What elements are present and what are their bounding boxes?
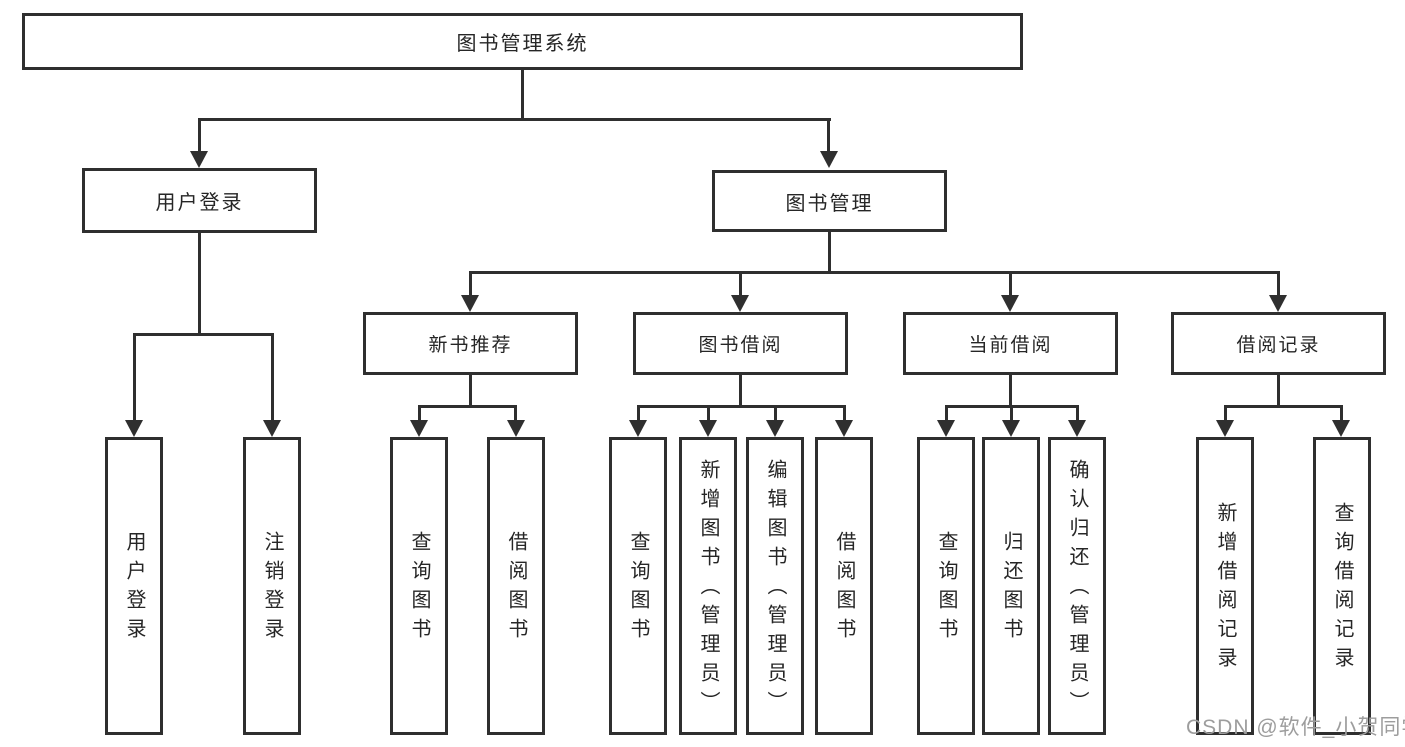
leaf-current-query-books: 查询图书: [917, 437, 975, 735]
connector-root-rail: [198, 118, 831, 121]
connector-recommend-drop: [469, 375, 472, 407]
arrowhead-d1: [1216, 420, 1234, 437]
connector-stem-section-records: [1277, 271, 1280, 297]
arrowhead-leaf-login: [125, 420, 143, 437]
connector-stem-a1: [418, 405, 421, 421]
arrowhead-user-login: [190, 151, 208, 168]
connector-stem-book-mgmt: [827, 118, 830, 153]
leaf-recommend-borrow-books: 借阅图书: [487, 437, 545, 735]
leaf-logout: 注销登录: [243, 437, 301, 735]
connector-stem-c1: [945, 405, 948, 421]
connector-stem-b3: [774, 405, 777, 421]
leaf-user-login: 用户登录: [105, 437, 163, 735]
arrowhead-b4: [835, 420, 853, 437]
connector-stem-d1: [1224, 405, 1227, 421]
arrowhead-c1: [937, 420, 955, 437]
connector-stem-c3: [1076, 405, 1079, 421]
connector-user-drop: [198, 231, 201, 335]
connector-stem-b4: [843, 405, 846, 421]
node-book-management-branch: 图书管理: [712, 170, 947, 232]
arrowhead-a2: [507, 420, 525, 437]
leaf-query-borrow-record: 查询借阅记录: [1313, 437, 1371, 735]
node-section-new-book-recommend: 新书推荐: [363, 312, 578, 375]
connector-stem-a2: [514, 405, 517, 421]
connector-mgmt-drop: [828, 232, 831, 274]
arrowhead-c2: [1002, 420, 1020, 437]
connector-stem-c2: [1010, 405, 1013, 421]
arrowhead-section-current: [1001, 295, 1019, 312]
node-section-borrow-records: 借阅记录: [1171, 312, 1386, 375]
arrowhead-b2: [699, 420, 717, 437]
connector-borrow-rail: [637, 405, 845, 408]
connector-stem-leaf-logout: [271, 333, 274, 421]
arrowhead-b3: [766, 420, 784, 437]
connector-records-drop: [1277, 375, 1280, 407]
connector-stem-user-login: [198, 118, 201, 153]
connector-stem-section-recommend: [469, 271, 472, 297]
connector-stem-b2: [707, 405, 710, 421]
leaf-edit-book-admin: 编辑图书（管理员）: [746, 437, 804, 735]
arrowhead-section-recommend: [461, 295, 479, 312]
leaf-add-book-admin: 新增图书（管理员）: [679, 437, 737, 735]
arrowhead-book-mgmt: [820, 151, 838, 168]
arrowhead-b1: [629, 420, 647, 437]
connector-user-rail: [133, 333, 274, 336]
leaf-return-books: 归还图书: [982, 437, 1040, 735]
connector-stem-b1: [637, 405, 640, 421]
leaf-borrow-books: 借阅图书: [815, 437, 873, 735]
leaf-borrow-query-books: 查询图书: [609, 437, 667, 735]
connector-stem-section-borrow: [739, 271, 742, 297]
node-section-current-borrow: 当前借阅: [903, 312, 1118, 375]
connector-stem-d2: [1340, 405, 1343, 421]
connector-stem-leaf-login: [133, 333, 136, 421]
connector-borrow-drop: [739, 375, 742, 407]
leaf-confirm-return-admin: 确认归还（管理员）: [1048, 437, 1106, 735]
connector-stem-section-current: [1009, 271, 1012, 297]
connector-root-drop: [521, 68, 524, 120]
arrowhead-c3: [1068, 420, 1086, 437]
node-root-system: 图书管理系统: [22, 13, 1023, 70]
connector-current-drop: [1009, 375, 1012, 407]
node-section-book-borrow: 图书借阅: [633, 312, 848, 375]
connector-recommend-rail: [418, 405, 517, 408]
leaf-add-borrow-record: 新增借阅记录: [1196, 437, 1254, 735]
arrowhead-section-borrow: [731, 295, 749, 312]
leaf-recommend-query-books: 查询图书: [390, 437, 448, 735]
arrowhead-a1: [410, 420, 428, 437]
arrowhead-leaf-logout: [263, 420, 281, 437]
arrowhead-d2: [1332, 420, 1350, 437]
arrowhead-section-records: [1269, 295, 1287, 312]
csdn-watermark: CSDN @软件_小贺同学: [1186, 716, 1405, 739]
node-user-login-branch: 用户登录: [82, 168, 317, 233]
connector-mgmt-rail: [469, 271, 1280, 274]
connector-records-rail: [1224, 405, 1343, 408]
